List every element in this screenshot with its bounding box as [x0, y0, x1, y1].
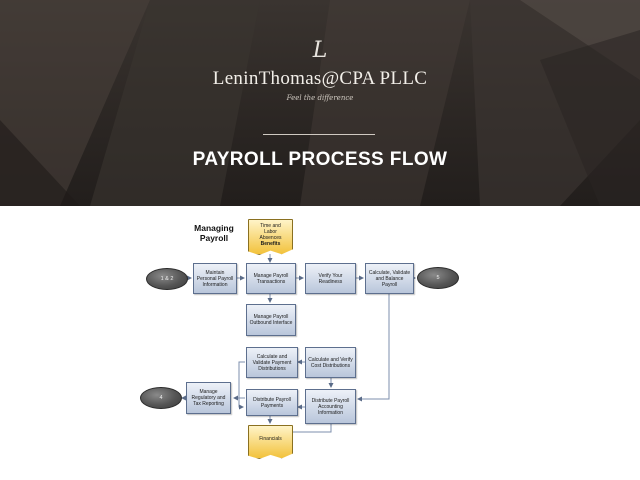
calculate-payroll-label: Calculate, Validate and Balance Payroll [368, 269, 411, 288]
tagline: Feel the difference [286, 94, 354, 102]
distribute-accounting-step: Distribute Payroll Accounting Informatio… [305, 389, 356, 424]
connector-1-2: 1 & 2 [146, 268, 188, 290]
time-labor-line2: Labor [264, 229, 277, 235]
maintain-payroll-info-step: Maintain Personal Payroll Information [193, 263, 237, 294]
connector-4: 4 [140, 387, 182, 409]
cost-distributions-step: Calculate and Verify Cost Distributions [305, 347, 356, 378]
arrow-payment-to-distribute [238, 361, 245, 410]
flow-connectors [181, 254, 416, 433]
manage-transactions-label: Manage Payroll Transactions [253, 272, 289, 285]
regulatory-tax-step: Manage Regulatory and Tax Reporting [186, 382, 231, 414]
payment-distributions-label: Calculate and Validate Payment Distribut… [252, 353, 292, 372]
title-divider [263, 134, 375, 135]
time-labor-document: Time and Labor Absences Benefits [248, 219, 293, 255]
financials-document: Financials [248, 425, 293, 459]
distribute-payments-step: Distribute Payroll Payments [246, 389, 298, 416]
connector-4-label: 4 [159, 395, 163, 401]
payroll-flow-diagram: Managing Payroll Time and Labor Absences… [0, 206, 640, 480]
manage-transactions-step: Manage Payroll Transactions [246, 263, 296, 294]
distribute-accounting-label: Distribute Payroll Accounting Informatio… [311, 397, 350, 416]
maintain-payroll-info-label: Maintain Personal Payroll Information [196, 269, 234, 288]
verify-readiness-step: Verify Your Readiness [305, 263, 356, 294]
time-labor-line3: Absences [259, 235, 282, 241]
arrow-calculate-to-accounting [357, 294, 390, 402]
calculate-payroll-step: Calculate, Validate and Balance Payroll [365, 263, 414, 294]
diagram-title: Managing Payroll [194, 223, 234, 243]
hero-background-pattern [0, 0, 640, 206]
outbound-interface-label: Manage Payroll Outbound Interface [249, 314, 293, 326]
time-labor-line4: Benefits [260, 241, 281, 247]
cost-distributions-label: Calculate and Verify Cost Distributions [308, 356, 353, 369]
connector-5: 5 [417, 267, 459, 289]
verify-readiness-label: Verify Your Readiness [318, 272, 343, 285]
hero-banner: L LeninThomas@CPA PLLC Feel the differen… [0, 0, 640, 206]
connector-5-label: 5 [436, 275, 440, 281]
page-title: PAYROLL PROCESS FLOW [192, 149, 448, 170]
payment-distributions-step: Calculate and Validate Payment Distribut… [246, 347, 298, 378]
distribute-payments-label: Distribute Payroll Payments [253, 396, 291, 409]
time-labor-line1: Time and [260, 223, 281, 229]
outbound-interface-step: Manage Payroll Outbound Interface [246, 304, 296, 336]
firm-name: LeninThomas@CPA PLLC [212, 68, 428, 89]
regulatory-tax-label: Manage Regulatory and Tax Reporting [191, 389, 226, 407]
logo-monogram: L [312, 38, 328, 63]
financials-label: Financials [259, 436, 282, 442]
connector-1-2-label: 1 & 2 [160, 276, 174, 282]
